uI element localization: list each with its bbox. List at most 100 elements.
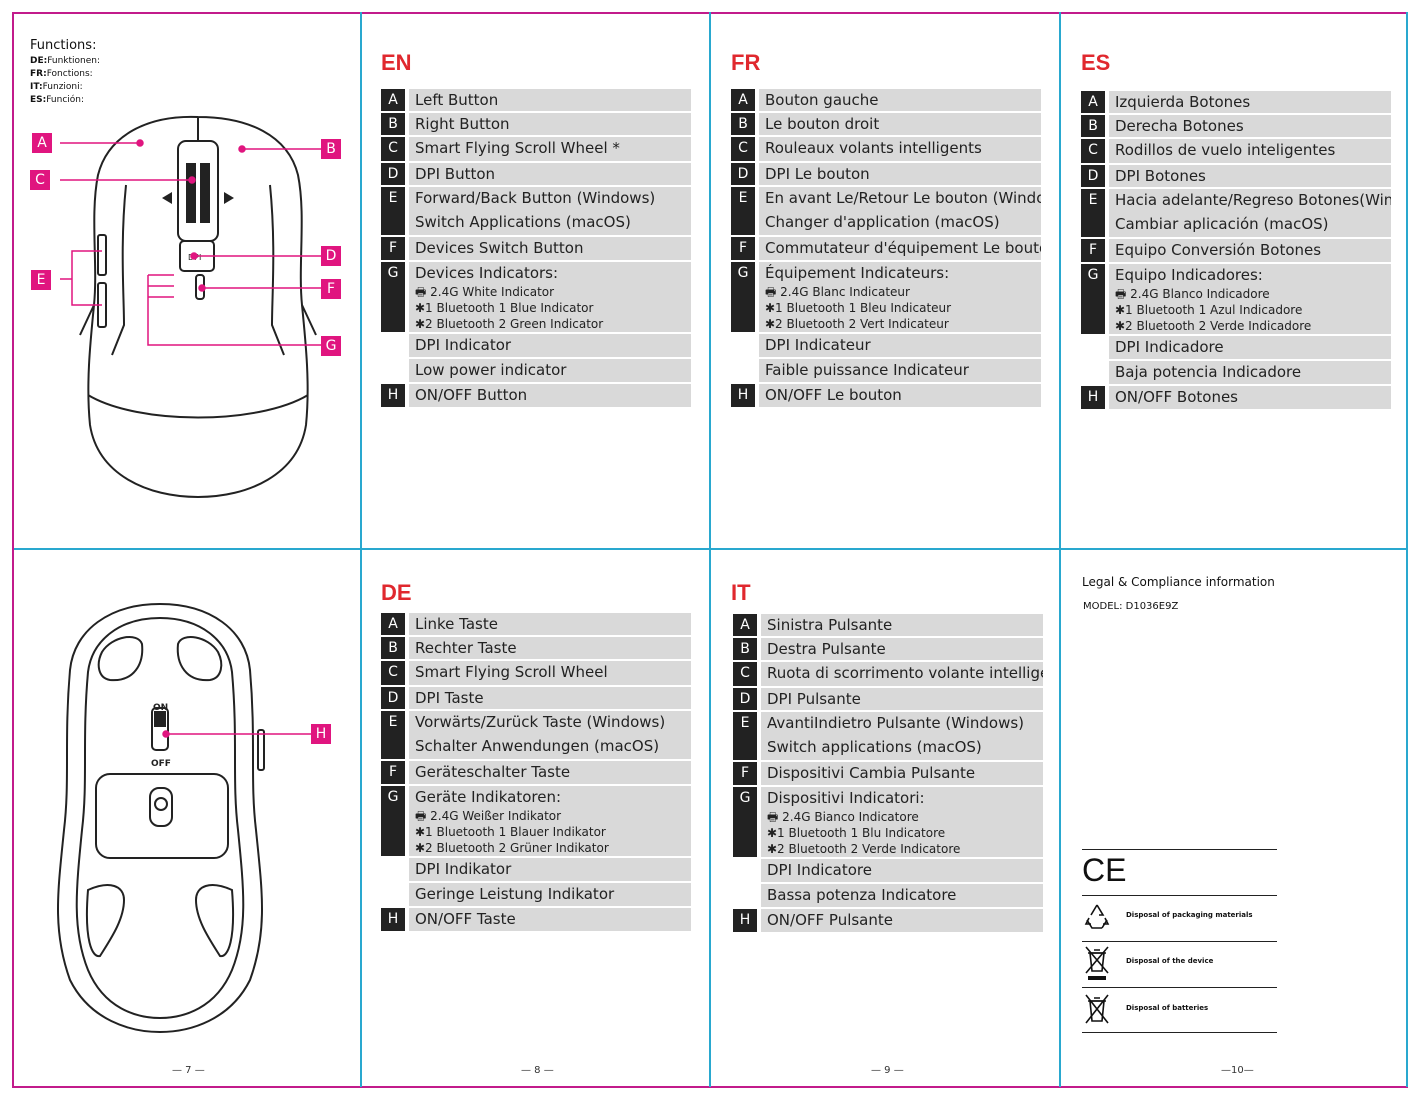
row-key: G (381, 786, 405, 856)
row-text: DPI Pulsante (767, 690, 861, 708)
row-key: B (731, 113, 755, 135)
indicator-item: ✱2 Bluetooth 2 Verde Indicadore (1115, 319, 1312, 333)
row-text: Rodillos de vuelo inteligentes (1115, 141, 1336, 159)
row-key (733, 884, 757, 907)
row-key: F (1081, 239, 1105, 262)
compliance-divider (1082, 1032, 1277, 1033)
table-row: DPI Indicadore (1081, 336, 1391, 359)
row-text: Le bouton droit (765, 115, 880, 133)
row-label: Low power indicator (409, 359, 691, 382)
page-number-7: — 7 — (172, 1065, 205, 1076)
row-label: DPI Indicator (409, 334, 691, 357)
row-text: Low power indicator (415, 361, 567, 379)
indicator-item: ✱1 Bluetooth 1 Azul Indicadore (1115, 303, 1303, 317)
table-row: DPI Indikator (381, 858, 691, 881)
table-row: Baja potencia Indicadore (1081, 361, 1391, 384)
table-row: D DPI Le bouton (731, 163, 1041, 185)
switch-on-label: ON (153, 703, 168, 713)
compliance-divider (1082, 895, 1277, 896)
page-number-10: —10— (1221, 1065, 1254, 1076)
row-text: Destra Pulsante (767, 640, 886, 658)
row-text: Smart Flying Scroll Wheel (415, 663, 608, 681)
row-text: ON/OFF Button (415, 386, 528, 404)
row-key: H (381, 908, 405, 931)
row-label: Smart Flying Scroll Wheel * (409, 137, 691, 161)
row-key: D (381, 163, 405, 185)
row-key: D (731, 163, 755, 185)
row-key: E (381, 711, 405, 759)
indicator-item: 🖶 2.4G White Indicator (415, 285, 555, 299)
row-label: Izquierda Botones (1109, 91, 1391, 113)
callout-h: H (311, 724, 331, 744)
row-key: F (733, 762, 757, 785)
row-label: Geringe Leistung Indikator (409, 883, 691, 906)
row-label: Bassa potenza Indicatore (761, 884, 1043, 907)
divider-2 (709, 12, 711, 1087)
compliance-divider (1082, 987, 1277, 988)
row-text: ON/OFF Le bouton (765, 386, 902, 404)
row-key: H (733, 909, 757, 932)
row-text: Right Button (415, 115, 510, 133)
row-key: C (381, 137, 405, 161)
compliance-divider (1082, 941, 1277, 942)
row-text: DPI Botones (1115, 167, 1206, 185)
row-key: H (1081, 386, 1105, 409)
row-key: D (733, 688, 757, 710)
row-text-secondary: Changer d'application (macOS) (765, 213, 1000, 231)
row-key: B (381, 113, 405, 135)
callout-c: C (30, 170, 50, 190)
indicator-item: ✱2 Bluetooth 2 Green Indicator (415, 317, 604, 331)
row-text: Equipo Indicadores: (1115, 266, 1263, 284)
table-row: B Le bouton droit (731, 113, 1041, 135)
row-key (1081, 336, 1105, 359)
row-text: DPI Indicator (415, 336, 512, 354)
row-label: DPI Taste (409, 687, 691, 709)
row-key (381, 858, 405, 881)
row-key (731, 334, 755, 357)
row-label: ON/OFF Botones (1109, 386, 1391, 409)
row-key: E (733, 712, 757, 760)
row-label: Rodillos de vuelo inteligentes (1109, 139, 1391, 163)
compliance-batteries: Disposal of batteries (1126, 1004, 1209, 1012)
row-label: DPI Le bouton (759, 163, 1041, 185)
divider-3 (1059, 12, 1061, 1087)
callout-g: G (321, 336, 341, 356)
row-text: DPI Indikator (415, 860, 512, 878)
row-key: B (381, 637, 405, 659)
row-text-secondary: Cambiar aplicación (macOS) (1115, 215, 1329, 233)
row-label: Baja potencia Indicadore (1109, 361, 1391, 384)
indicator-item: ✱1 Bluetooth 1 Blauer Indikator (415, 825, 606, 839)
row-text: Sinistra Pulsante (767, 616, 893, 634)
row-text: Derecha Botones (1115, 117, 1244, 135)
row-key: E (381, 187, 405, 235)
row-key: D (381, 687, 405, 709)
bottom-border (12, 1086, 1408, 1088)
row-key: E (1081, 189, 1105, 237)
row-key: B (733, 638, 757, 660)
row-text: Bassa potenza Indicatore (767, 886, 957, 904)
row-text: DPI Le bouton (765, 165, 870, 183)
row-text: Linke Taste (415, 615, 498, 633)
row-text: Rouleaux volants intelligents (765, 139, 982, 157)
page-number-8: — 8 — (521, 1065, 554, 1076)
row-text: Commutateur d'équipement Le bouton (765, 239, 1041, 257)
functions-es: ES:Función: (30, 95, 85, 105)
right-border (1406, 12, 1408, 1087)
recycle-icon (1084, 904, 1110, 929)
row-key: H (381, 384, 405, 407)
